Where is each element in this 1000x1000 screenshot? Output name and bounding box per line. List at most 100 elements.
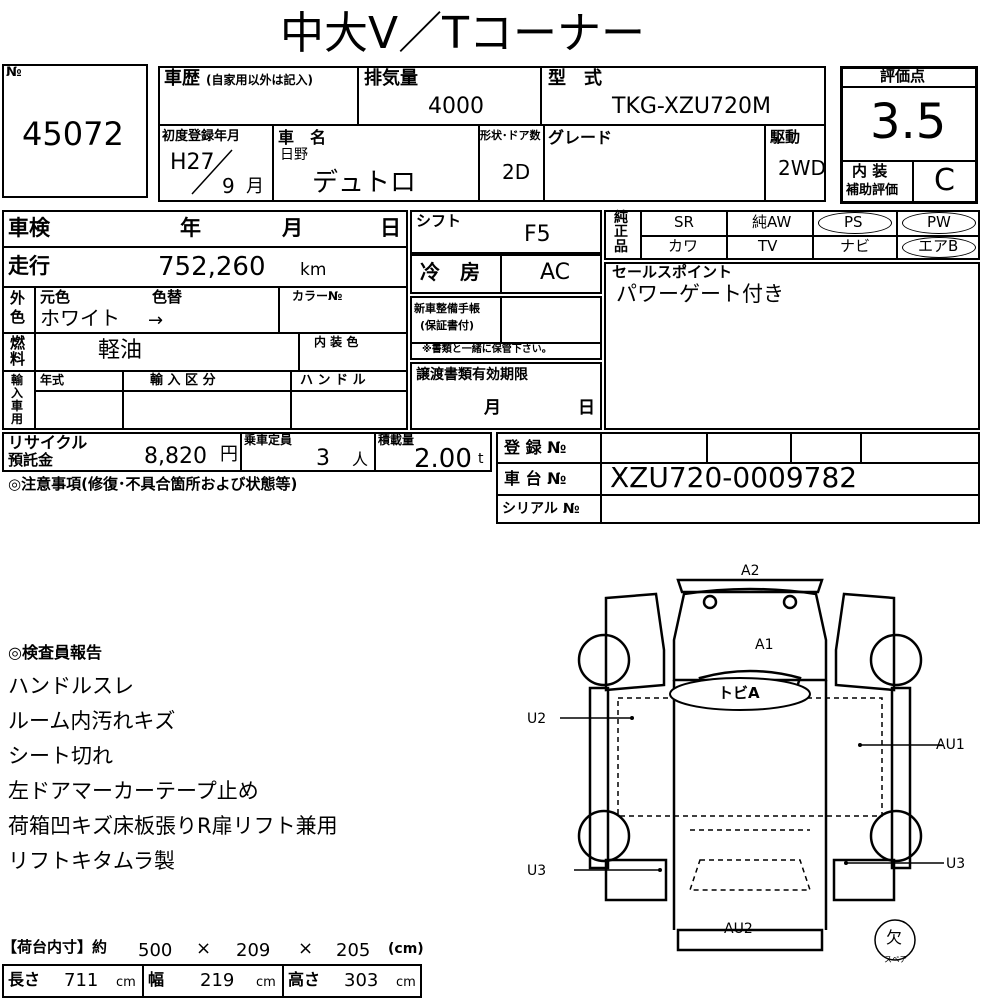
- ac-value: AC: [540, 260, 571, 285]
- cargo-v1: 500: [138, 940, 173, 961]
- equip-pw: PW: [927, 213, 951, 231]
- sales-label: セールスポイント: [612, 263, 733, 281]
- transfer-label: 譲渡書類有効期限: [416, 367, 528, 383]
- page-title: 中大V／Tコーナー: [280, 8, 645, 59]
- ac-label: 冷 房: [420, 260, 480, 284]
- diagram-au2: AU2: [724, 921, 753, 937]
- mileage-unit: km: [300, 260, 327, 280]
- reg-no-label: 登 録 №: [504, 438, 567, 457]
- cargo-length-value: 711: [64, 970, 99, 991]
- doors-value: 2D: [502, 160, 531, 184]
- fuel-label-2: 料: [10, 350, 26, 368]
- color-change-label: 色替: [152, 288, 183, 306]
- displacement-label: 排気量: [364, 68, 418, 89]
- color-no-label: カラー№: [292, 289, 343, 303]
- recycle-yen: 円: [220, 444, 238, 465]
- shift-label: シフト: [416, 212, 462, 230]
- cargo-size-row: [2, 964, 422, 998]
- equip-pw-circle: [902, 212, 976, 234]
- chassis-value: XZU720-0009782: [610, 461, 858, 494]
- cargo-height-unit: cm: [396, 975, 416, 990]
- cargo-v2: 209: [236, 940, 271, 961]
- chassis-label: 車 台 №: [504, 469, 567, 488]
- equip-label-2: 正: [614, 224, 628, 240]
- equip-ps: PS: [844, 213, 863, 231]
- diagram-spare-mark: 欠: [886, 928, 903, 947]
- inspection-day-label: 日: [380, 216, 401, 240]
- inspection-label: 車検: [8, 216, 50, 240]
- load-value: 2.00: [414, 444, 472, 474]
- mileage-value: 752,260: [158, 252, 266, 282]
- diagram-spare-label: スペア: [884, 955, 908, 964]
- inspection-year-label: 年: [180, 216, 201, 240]
- import-label-2: 入: [11, 386, 24, 400]
- mileage-label: 走行: [8, 254, 50, 278]
- diagram-tobi: トビA: [718, 684, 760, 702]
- load-label: 積載量: [378, 433, 415, 447]
- cargo-v3: 205: [336, 940, 371, 961]
- cargo-title: 【荷台内寸】約: [2, 938, 108, 956]
- load-unit: t: [478, 451, 484, 467]
- score-label: 評価点: [880, 67, 926, 85]
- manual-note: ※書類と一緒に保管下さい。: [422, 344, 552, 355]
- cargo-height-value: 303: [344, 970, 379, 991]
- model-label: 型 式: [548, 68, 602, 89]
- recycle-value: 8,820: [144, 444, 207, 469]
- interior-color-label: 内 装 色: [314, 335, 359, 349]
- transfer-month-label: 月: [484, 398, 501, 418]
- report-line: 左ドアマーカーテープ止め: [8, 779, 259, 803]
- no-value: 45072: [22, 115, 124, 153]
- import-label-1: 輸: [11, 373, 24, 387]
- equip-label-3: 品: [614, 239, 628, 255]
- interior-value: C: [934, 163, 955, 198]
- equip-kawa: カワ: [668, 237, 699, 255]
- exterior-label-1: 外: [10, 289, 26, 307]
- car-name-label: 車 名: [278, 128, 327, 147]
- import-label-4: 用: [11, 412, 24, 426]
- diagram-u3-left: U3: [527, 863, 547, 879]
- cargo-x1: ×: [196, 938, 212, 959]
- transfer-day-label: 日: [578, 398, 595, 418]
- ac-box: [410, 254, 602, 294]
- no-label: №: [6, 65, 22, 80]
- equip-label-1: 純: [614, 210, 628, 226]
- info-grid: [158, 66, 826, 202]
- diagram-a2: A2: [741, 563, 760, 579]
- manual-label-2: (保証書付): [420, 319, 475, 332]
- shift-value: F5: [524, 222, 551, 247]
- vehicle-damage-diagram: [560, 578, 944, 961]
- report-line: シート切れ: [8, 744, 113, 768]
- report-line: ルーム内汚れキズ: [8, 709, 176, 733]
- model-year-label: 年式: [40, 373, 65, 387]
- color-value: ホワイト: [40, 306, 120, 330]
- history-note: (自家用以外は記入): [206, 73, 313, 87]
- diagram-au1: AU1: [936, 737, 965, 753]
- doors-label: 形状･ドア数: [480, 129, 541, 142]
- cargo-height-label: 高さ: [288, 970, 321, 989]
- model-value: TKG-XZU720M: [612, 94, 771, 119]
- recycle-row: [2, 432, 492, 472]
- orig-color-label: 元色: [40, 288, 71, 306]
- score-box: [840, 66, 978, 204]
- cargo-length-label: 長さ: [8, 970, 41, 989]
- equip-airbag-circle: [902, 237, 976, 258]
- registration-box: [496, 432, 980, 524]
- serial-label: シリアル №: [502, 501, 580, 517]
- first-reg-label: 初度登録年月: [162, 129, 241, 144]
- sales-value: パワーゲート付き: [616, 282, 784, 306]
- report-line: ハンドルスレ: [8, 674, 134, 698]
- number-box: [2, 64, 148, 198]
- equip-navi: ナビ: [840, 237, 871, 255]
- equip-tv: TV: [758, 237, 778, 255]
- grade-label: グレード: [548, 128, 613, 147]
- manual-box: [410, 296, 602, 360]
- drive-value: 2WD: [778, 156, 826, 180]
- cargo-unit: (cm): [388, 941, 424, 957]
- cargo-width-unit: cm: [256, 975, 276, 990]
- report-title: ◎検査員報告: [8, 643, 102, 662]
- car-name: デュトロ: [312, 168, 417, 198]
- first-reg-era: H27: [170, 150, 215, 175]
- diagram-a1: A1: [755, 637, 774, 653]
- equip-ps-circle: [818, 212, 892, 234]
- report-line: リフトキタムラ製: [8, 849, 175, 873]
